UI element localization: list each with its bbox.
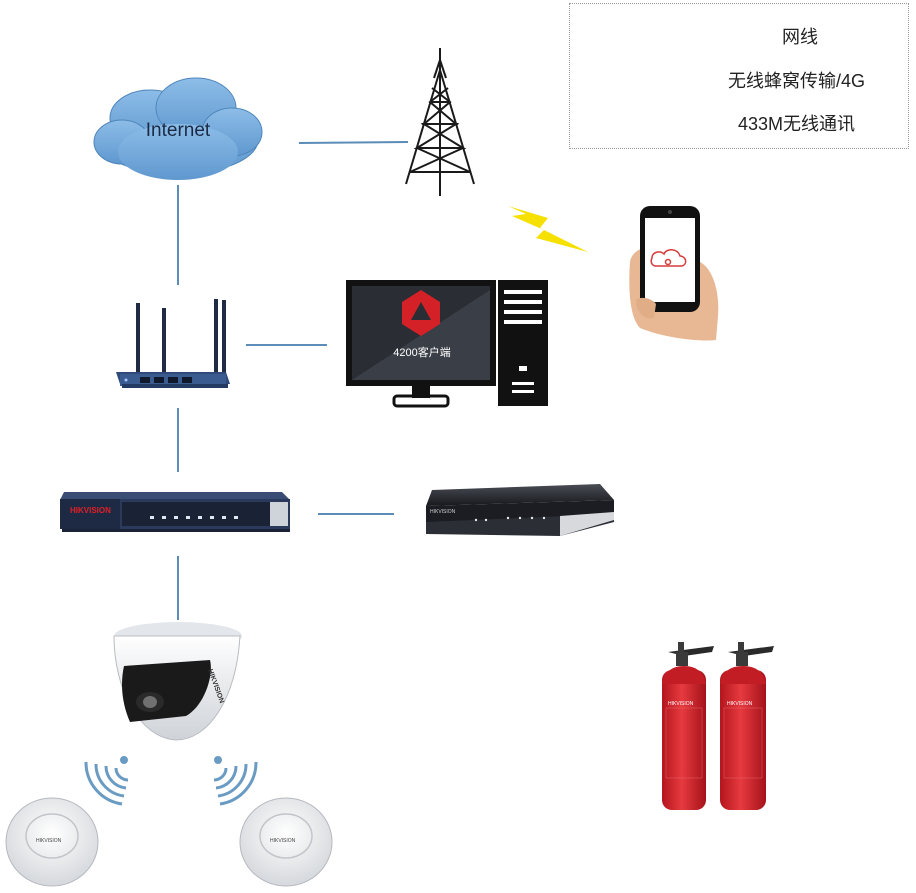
- network-links: [177, 141, 409, 620]
- dome-camera-icon: HIKVISION: [113, 622, 242, 741]
- fire-extinguisher-left-icon: HIKVISION: [662, 642, 714, 810]
- link-cloud-tower: [298, 141, 409, 144]
- detector-left-brand: HIKVISION: [36, 838, 62, 844]
- cell-tower-icon: [405, 48, 475, 196]
- extinguisher-left-brand: HIKVISION: [668, 701, 694, 707]
- radio-wave-left-icon: [84, 756, 129, 806]
- legend-box: 网线 无线蜂窝传输/4G 433M无线通讯: [569, 3, 909, 149]
- client-pc-icon: [346, 280, 548, 408]
- radio-wave-right-icon: [213, 756, 258, 806]
- legend-radio-label: 433M无线通讯: [738, 114, 856, 134]
- cloud-icon: [93, 77, 263, 180]
- fire-extinguisher-right-icon: HIKVISION: [720, 642, 774, 810]
- network-switch-icon: HIKVISION: [60, 492, 290, 532]
- client-logo-icon: [402, 290, 440, 336]
- smoke-detector-right-icon: HIKVISION: [239, 797, 333, 887]
- legend-wired-label: 网线: [782, 27, 818, 47]
- nvr-brand: HIKVISION: [430, 509, 456, 515]
- router-icon: [116, 299, 230, 388]
- nvr-icon: HIKVISION: [426, 484, 614, 536]
- legend-cellular-label: 无线蜂窝传输/4G: [728, 71, 866, 91]
- switch-brand: HIKVISION: [70, 506, 111, 515]
- cellular-link-bolt-icon: [508, 206, 588, 252]
- client-label: 4200客户端: [393, 347, 451, 359]
- smartphone-icon: [629, 206, 719, 341]
- smoke-detector-left-icon: HIKVISION: [5, 797, 99, 887]
- extinguisher-right-brand: HIKVISION: [727, 701, 753, 707]
- internet-label: Internet: [145, 120, 211, 141]
- detector-right-brand: HIKVISION: [270, 838, 296, 844]
